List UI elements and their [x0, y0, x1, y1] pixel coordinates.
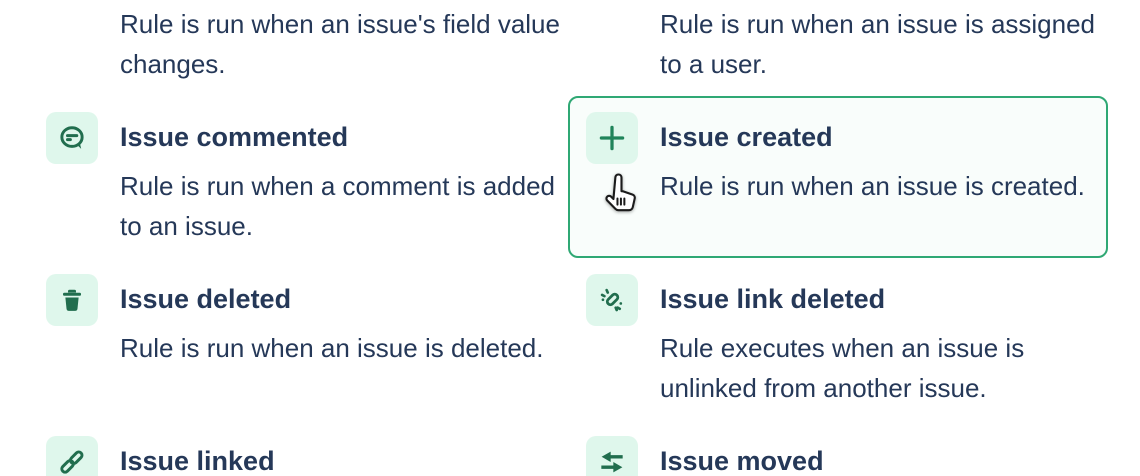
trigger-title: Issue moved [660, 446, 824, 476]
trigger-description: Rule is run when an issue's field value … [120, 9, 560, 79]
trash-icon [46, 274, 98, 326]
trigger-card-field-value-changed[interactable]: Rule is run when an issue's field value … [28, 0, 568, 96]
trigger-text: Issue moved [660, 436, 824, 476]
trigger-card-issue-moved[interactable]: Issue moved [568, 420, 1108, 476]
swap-arrows-icon [586, 436, 638, 476]
broken-link-icon [586, 274, 638, 326]
trigger-description: Rule is run when a comment is added to a… [120, 171, 556, 241]
link-icon [46, 436, 98, 476]
trigger-title: Issue link deleted [660, 284, 886, 314]
trigger-title: Issue commented [120, 122, 349, 152]
trigger-text: Rule is run when an issue's field value … [120, 0, 560, 84]
trigger-title: Issue linked [120, 446, 275, 476]
trigger-title: Issue created [660, 122, 833, 152]
trigger-description: Rule is run when an issue is created. [660, 171, 1085, 201]
comment-icon [46, 112, 98, 164]
trigger-description: Rule executes when an issue is unlinked … [660, 333, 1025, 403]
trigger-description: Rule is run when an issue is assigned to… [660, 9, 1096, 79]
trigger-text: Issue linked [120, 436, 275, 476]
trigger-card-issue-assigned[interactable]: Rule is run when an issue is assigned to… [568, 0, 1108, 96]
plus-icon [586, 112, 638, 164]
trigger-description: Rule is run when an issue is deleted. [120, 333, 544, 363]
trigger-text: Rule is run when an issue is assigned to… [660, 0, 1100, 84]
trigger-title: Issue deleted [120, 284, 292, 314]
trigger-list: Rule is run when an issue's field value … [28, 0, 1108, 476]
trigger-card-issue-linked[interactable]: Issue linked [28, 420, 568, 476]
